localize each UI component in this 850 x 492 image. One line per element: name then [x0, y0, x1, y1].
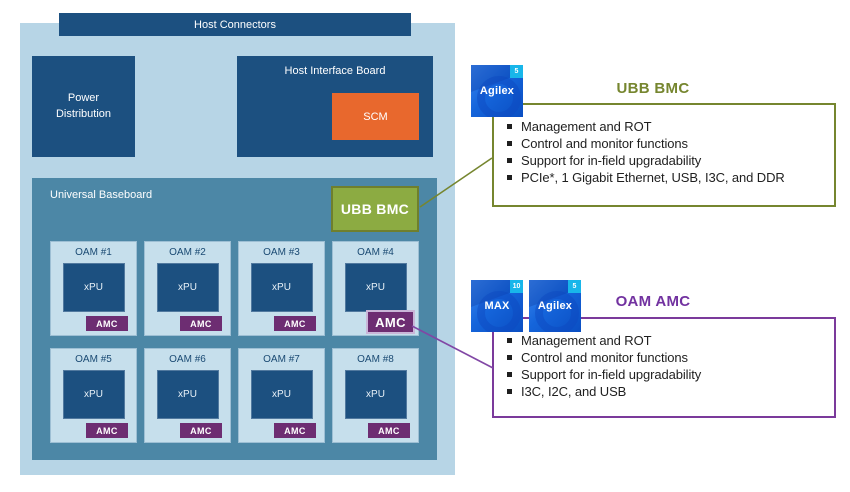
- xpu-box: xPU: [156, 263, 219, 312]
- chip-tier-badge: 5: [510, 65, 523, 78]
- host-connectors-bar: Host Connectors: [59, 13, 411, 36]
- amc-label: AMC: [96, 425, 118, 436]
- xpu-label: xPU: [272, 282, 291, 293]
- xpu-box: xPU: [250, 263, 313, 312]
- bullet-item: Control and monitor functions: [507, 135, 826, 152]
- oam-card-6: OAM #6 xPU AMC: [144, 348, 231, 443]
- oam-amc-callout-title: OAM AMC: [615, 293, 691, 310]
- xpu-label: xPU: [84, 389, 103, 400]
- amc-chip-highlighted: AMC: [366, 310, 415, 334]
- oam-card-3: OAM #3 xPU AMC: [238, 241, 325, 336]
- xpu-label: xPU: [178, 282, 197, 293]
- bullet-item: I3C, I2C, and USB: [507, 383, 826, 400]
- xpu-label: xPU: [178, 389, 197, 400]
- oam-card-title: OAM #1: [75, 247, 112, 258]
- ubb-bmc-chip: UBB BMC: [331, 186, 419, 232]
- amc-label: AMC: [284, 318, 306, 329]
- oam-card-title: OAM #8: [357, 354, 394, 365]
- xpu-label: xPU: [84, 282, 103, 293]
- oam-card-7: OAM #7 xPU AMC: [238, 348, 325, 443]
- xpu-box: xPU: [156, 370, 219, 419]
- amc-label: AMC: [190, 425, 212, 436]
- oam-grid: OAM #1 xPU AMC OAM #2 xPU AMC OAM #3 xPU…: [50, 241, 419, 443]
- amc-chip: AMC: [180, 423, 222, 438]
- xpu-box: xPU: [62, 263, 125, 312]
- bullet-item: PCIe*, 1 Gigabit Ethernet, USB, I3C, and…: [507, 169, 826, 186]
- xpu-box: xPU: [344, 370, 407, 419]
- host-connectors-label: Host Connectors: [194, 18, 276, 31]
- amc-chip: AMC: [86, 423, 128, 438]
- xpu-box: xPU: [344, 263, 407, 312]
- xpu-box: xPU: [62, 370, 125, 419]
- ubb-bmc-bullet-list: Management and ROT Control and monitor f…: [494, 105, 834, 186]
- host-interface-board-box: Host Interface Board SCM: [237, 56, 433, 157]
- agilex-chip-badge: Agilex 5: [529, 280, 581, 332]
- bullet-item: Support for in-field upgradability: [507, 366, 826, 383]
- universal-baseboard: Universal Baseboard UBB BMC OAM #1 xPU A…: [32, 178, 437, 460]
- bullet-item: Management and ROT: [507, 118, 826, 135]
- power-distribution-label: Power Distribution: [55, 91, 112, 120]
- amc-chip: AMC: [180, 316, 222, 331]
- oam-card-title: OAM #6: [169, 354, 206, 365]
- oam-card-title: OAM #7: [263, 354, 300, 365]
- amc-label: AMC: [284, 425, 306, 436]
- oam-card-title: OAM #5: [75, 354, 112, 365]
- agilex-chip-badge: Agilex 5: [471, 65, 523, 117]
- amc-chip: AMC: [368, 423, 410, 438]
- oam-card-2: OAM #2 xPU AMC: [144, 241, 231, 336]
- chip-tier-badge: 10: [510, 280, 523, 293]
- chip-name: Agilex: [479, 85, 515, 97]
- oam-amc-callout-box: Management and ROT Control and monitor f…: [492, 317, 836, 418]
- oam-card-title: OAM #4: [357, 247, 394, 258]
- amc-chip: AMC: [274, 316, 316, 331]
- ubb-bmc-chip-label: UBB BMC: [340, 201, 410, 217]
- xpu-label: xPU: [272, 389, 291, 400]
- oam-amc-bullet-list: Management and ROT Control and monitor f…: [494, 319, 834, 400]
- oam-card-title: OAM #3: [263, 247, 300, 258]
- amc-label: AMC: [190, 318, 212, 329]
- xpu-label: xPU: [366, 389, 385, 400]
- amc-chip: AMC: [274, 423, 316, 438]
- amc-label: AMC: [96, 318, 118, 329]
- oam-card-title: OAM #2: [169, 247, 206, 258]
- amc-label: AMC: [375, 314, 406, 330]
- oam-card-4: OAM #4 xPU AMC: [332, 241, 419, 336]
- amc-chip: AMC: [86, 316, 128, 331]
- max-chip-badge: MAX 10: [471, 280, 523, 332]
- bullet-item: Control and monitor functions: [507, 349, 826, 366]
- chip-swirl-icon: [477, 291, 521, 332]
- bullet-item: Support for in-field upgradability: [507, 152, 826, 169]
- universal-baseboard-label: Universal Baseboard: [50, 189, 153, 201]
- ubb-bmc-callout-box: Management and ROT Control and monitor f…: [492, 103, 836, 207]
- oam-card-1: OAM #1 xPU AMC: [50, 241, 137, 336]
- amc-label: AMC: [378, 425, 400, 436]
- power-distribution-box: Power Distribution: [32, 56, 135, 157]
- chip-name: MAX: [484, 300, 510, 312]
- xpu-label: xPU: [366, 282, 385, 293]
- host-interface-board-label: Host Interface Board: [284, 65, 386, 77]
- xpu-box: xPU: [250, 370, 313, 419]
- scm-box: SCM: [332, 93, 419, 140]
- oam-card-5: OAM #5 xPU AMC: [50, 348, 137, 443]
- chip-swirl-icon: [535, 291, 579, 332]
- ubb-bmc-callout-title: UBB BMC: [616, 80, 690, 97]
- chip-name: Agilex: [537, 300, 573, 312]
- scm-label: SCM: [363, 110, 388, 123]
- chip-tier-badge: 5: [568, 280, 581, 293]
- chip-swirl-icon: [477, 76, 521, 117]
- oam-card-8: OAM #8 xPU AMC: [332, 348, 419, 443]
- bullet-item: Management and ROT: [507, 332, 826, 349]
